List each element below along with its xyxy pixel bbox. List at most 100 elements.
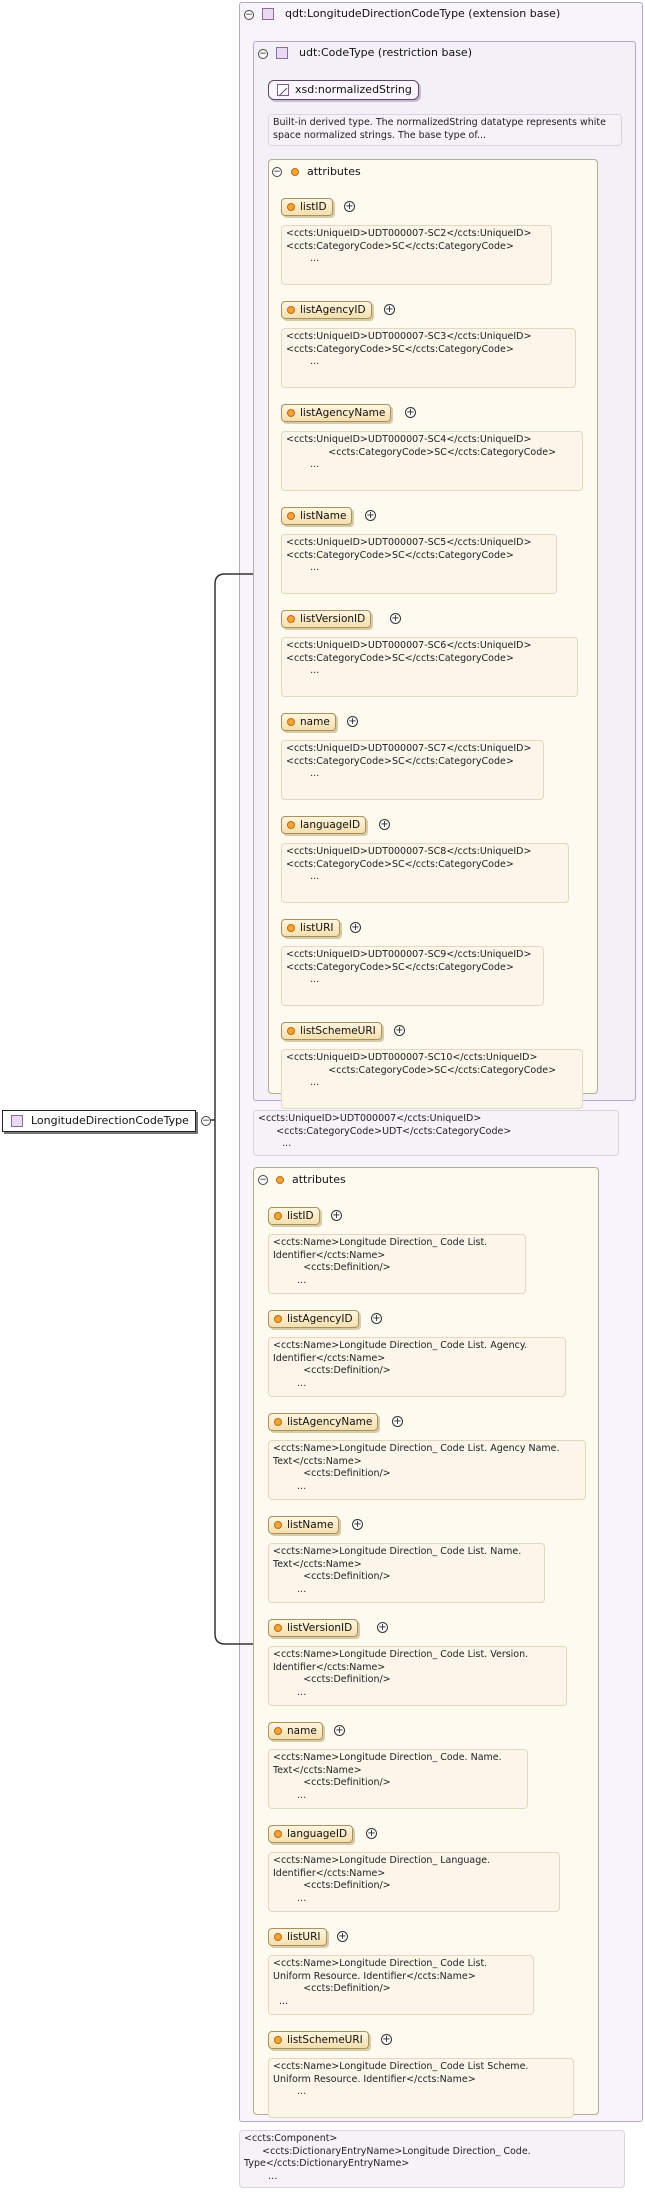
root-element-label: LongitudeDirectionCodeType [31,1114,189,1127]
expand-toggle[interactable]: + [352,1519,363,1530]
attribute-name: listName [300,510,347,522]
attribute-icon [287,615,295,623]
extension-attribute-listSchemeURI[interactable]: listSchemeURI [268,2031,369,2049]
attribute-icon [287,409,295,417]
restriction-attribute-listSchemeURI[interactable]: listSchemeURI [281,1022,382,1040]
base-type-node[interactable]: xsd:normalizedString [268,80,419,100]
expand-toggle[interactable]: + [371,1313,382,1324]
restriction-attributes-label: attributes [307,165,361,178]
root-collapse-toggle[interactable]: − [201,1116,211,1126]
attribute-icon [287,924,295,932]
attribute-icon [274,1933,282,1941]
restriction-attribute-name[interactable]: name [281,713,336,731]
attribute-documentation: <ccts:Name>Longitude Direction_ Code. Na… [268,1749,528,1809]
expand-toggle[interactable]: + [377,1622,388,1633]
restriction-attribute-listURI[interactable]: listURI [281,919,340,937]
restriction-collapse-toggle[interactable]: − [258,49,268,59]
attribute-documentation: <ccts:Name>Longitude Direction_ Code Lis… [268,1234,526,1294]
expand-toggle[interactable]: + [331,1210,342,1221]
expand-toggle[interactable]: + [379,819,390,830]
restriction-label: udt:CodeType (restriction base) [299,46,472,59]
restriction-attribute-listAgencyID[interactable]: listAgencyID [281,301,372,319]
attribute-icon [287,821,295,829]
base-type-label: xsd:normalizedString [295,83,412,96]
attribute-documentation: <ccts:UniqueID>UDT000007-SC8</ccts:Uniqu… [281,843,569,903]
attribute-icon [287,203,295,211]
attribute-name: listURI [300,922,334,934]
complex-type-icon [11,1115,23,1127]
restriction-attribute-languageID[interactable]: languageID [281,816,367,834]
attribute-name: listURI [287,1931,321,1943]
attribute-icon [274,1212,282,1220]
restriction-attribute-listVersionID[interactable]: listVersionID [281,610,372,628]
attribute-icon [274,1521,282,1529]
expand-toggle[interactable]: + [334,1725,345,1736]
expand-toggle[interactable]: + [350,922,361,933]
attribute-name: listSchemeURI [300,1025,376,1037]
base-type-description: Built-in derived type. The normalizedStr… [268,114,622,146]
expand-toggle[interactable]: + [337,1931,348,1942]
expand-toggle[interactable]: + [381,2034,392,2045]
attribute-name: listAgencyName [287,1416,373,1428]
attribute-icon [287,306,295,314]
attribute-icon [274,2036,282,2044]
attribute-documentation: <ccts:UniqueID>UDT000007-SC10</ccts:Uniq… [281,1049,583,1109]
restriction-attributes-toggle[interactable]: − [272,167,282,177]
attribute-name: listAgencyID [300,304,366,316]
extension-attributes-toggle[interactable]: − [258,1175,268,1185]
expand-toggle[interactable]: + [392,1416,403,1427]
restriction-attribute-listID[interactable]: listID [281,198,333,216]
attribute-name: listVersionID [287,1622,353,1634]
extension-label: qdt:LongitudeDirectionCodeType (extensio… [285,7,561,20]
attribute-icon [274,1624,282,1632]
attribute-name: listSchemeURI [287,2034,363,2046]
extension-attribute-listID[interactable]: listID [268,1207,320,1225]
attribute-documentation: <ccts:UniqueID>UDT000007-SC6</ccts:Uniqu… [281,637,578,697]
extension-attribute-listAgencyID[interactable]: listAgencyID [268,1310,359,1328]
attribute-group-icon [276,1176,284,1184]
expand-toggle[interactable]: + [344,201,355,212]
attribute-icon [274,1727,282,1735]
extension-documentation: <ccts:UniqueID>UDT000007</ccts:UniqueID>… [253,1110,619,1156]
attribute-icon [274,1830,282,1838]
attribute-icon [274,1315,282,1323]
expand-toggle[interactable]: + [347,716,358,727]
attribute-documentation: <ccts:UniqueID>UDT000007-SC7</ccts:Uniqu… [281,740,544,800]
expand-toggle[interactable]: + [366,1828,377,1839]
restriction-attribute-listName[interactable]: listName [281,507,353,525]
complex-type-icon [262,8,274,20]
expand-toggle[interactable]: + [390,613,401,624]
attribute-group-icon [291,168,299,176]
attribute-documentation: <ccts:UniqueID>UDT000007-SC3</ccts:Uniqu… [281,328,576,388]
attribute-documentation: <ccts:Name>Longitude Direction_ Code Lis… [268,1440,586,1500]
attribute-documentation: <ccts:Name>Longitude Direction_ Code Lis… [268,1955,534,2015]
expand-toggle[interactable]: + [365,510,376,521]
attribute-icon [287,718,295,726]
complex-type-icon [276,47,288,59]
extension-attribute-languageID[interactable]: languageID [268,1825,354,1843]
attribute-documentation: <ccts:Name>Longitude Direction_ Code Lis… [268,2058,574,2118]
expand-toggle[interactable]: + [384,304,395,315]
attribute-documentation: <ccts:Name>Longitude Direction_ Code Lis… [268,1543,545,1603]
attribute-icon [274,1418,282,1426]
root-element-node[interactable]: LongitudeDirectionCodeType [2,1110,196,1132]
attribute-name: listID [300,201,327,213]
simple-type-icon [277,84,289,97]
extension-attribute-listAgencyName[interactable]: listAgencyName [268,1413,379,1431]
extension-attribute-listURI[interactable]: listURI [268,1928,327,1946]
attribute-name: name [287,1725,317,1737]
attribute-name: listAgencyName [300,407,386,419]
expand-toggle[interactable]: + [405,407,416,418]
extension-attributes-label: attributes [292,1173,346,1186]
expand-toggle[interactable]: + [394,1025,405,1036]
extension-attribute-listName[interactable]: listName [268,1516,340,1534]
attribute-name: name [300,716,330,728]
extension-collapse-toggle[interactable]: − [244,10,254,20]
attribute-name: listAgencyID [287,1313,353,1325]
attribute-name: listID [287,1210,314,1222]
extension-attribute-listVersionID[interactable]: listVersionID [268,1619,359,1637]
attribute-documentation: <ccts:UniqueID>UDT000007-SC4</ccts:Uniqu… [281,431,583,491]
extension-attribute-name[interactable]: name [268,1722,323,1740]
restriction-attribute-listAgencyName[interactable]: listAgencyName [281,404,392,422]
